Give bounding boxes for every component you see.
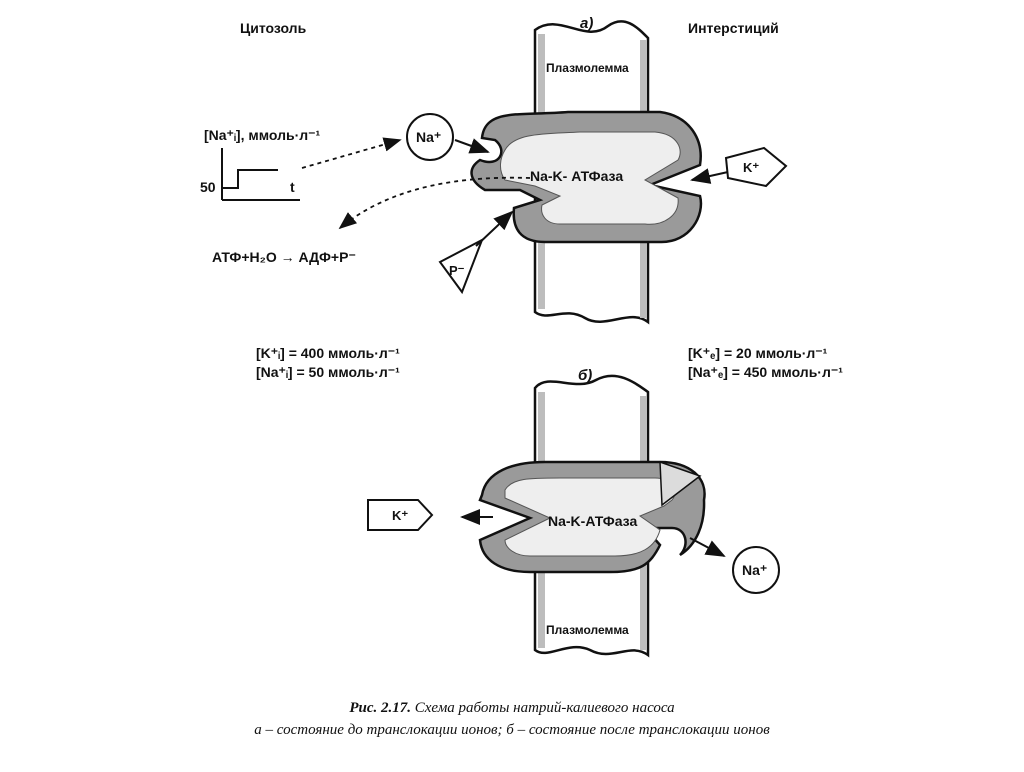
graph-tick-50: 50 [200, 179, 216, 195]
plasmalemma-label-top: Плазмолемма [546, 61, 629, 75]
k-interstitium-conc: [K⁺ₑ] = 20 ммоль·л⁻¹ [688, 345, 828, 361]
k-cytosol-conc: [K⁺ᵢ] = 400 ммоль·л⁻¹ [256, 345, 400, 361]
atpase-label-b: Na-K-АТФаза [548, 513, 637, 529]
figure-caption-subtitle: а – состояние до транслокации ионов; б –… [0, 722, 1024, 739]
na-entry-arrow [455, 140, 488, 152]
k-ion-label-a: K⁺ [743, 160, 759, 175]
na-cytosol-conc: [Na⁺ᵢ] = 50 ммоль·л⁻¹ [256, 364, 400, 380]
phosphate-arrow [476, 212, 512, 246]
na-exit-arrow [690, 538, 724, 556]
panel-b-label: б) [578, 367, 592, 384]
plasmalemma-label-bottom: Плазмолемма [546, 623, 629, 637]
na-time-graph [222, 148, 300, 200]
atp-reaction: АТФ+H₂O → АДФ+P⁻ [212, 249, 356, 265]
na-interstitium-conc: [Na⁺ₑ] = 450 ммоль·л⁻¹ [688, 364, 843, 380]
caption-line2: а – состояние до транслокации ионов; б –… [254, 722, 769, 738]
na-ion-label-b: Na⁺ [742, 562, 767, 578]
interstitium-label: Интерстиций [688, 20, 779, 36]
caption-title: Схема работы натрий-калиевого насоса [411, 700, 675, 716]
k-entry-arrow [692, 172, 728, 180]
panel-a-label: а) [580, 15, 593, 32]
figure-caption: Рис. 2.17. Схема работы натрий-калиевого… [0, 700, 1024, 717]
na-ion-label-a: Na⁺ [416, 129, 441, 145]
phosphate-label: P⁻ [449, 263, 465, 278]
k-ion-label-b: K⁺ [392, 508, 408, 523]
graph-ylabel: [Na⁺ᵢ], ммоль·л⁻¹ [204, 127, 321, 143]
na-dashed-arrow [302, 140, 400, 168]
caption-figure-number: Рис. 2.17. [349, 700, 411, 716]
atpase-label-a: Na-K- АТФаза [530, 168, 623, 184]
graph-xlabel: t [290, 179, 295, 195]
cytosol-label: Цитозоль [240, 20, 307, 36]
